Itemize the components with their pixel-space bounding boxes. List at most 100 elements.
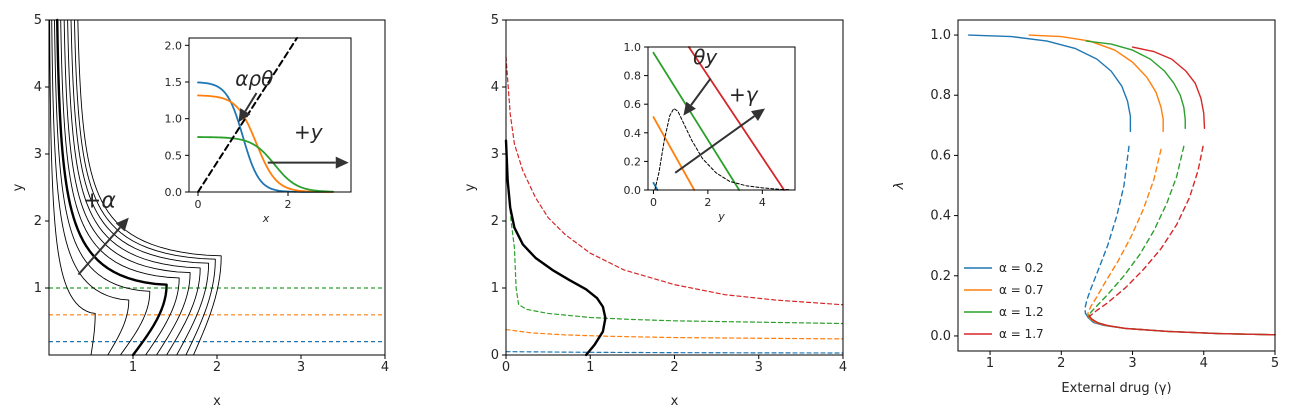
family-curve: [70, 19, 210, 356]
series-1-middle-branch: [1086, 148, 1162, 316]
inset-curve-2: [197, 136, 334, 193]
inset-line-2: [652, 51, 741, 191]
series-1-upper-branch: [1028, 34, 1164, 133]
legend: α = 0.2α = 0.7α = 1.2α = 1.7: [964, 261, 1044, 341]
panel-b-ytick-label: 5: [491, 13, 499, 28]
series-3: [505, 351, 844, 354]
inset-arrow-1: [267, 156, 349, 169]
inset-background: [189, 38, 351, 192]
inset-xtick-label: 0: [195, 198, 202, 211]
panel-a-ytick-label: 3: [34, 147, 42, 162]
panel-a-ytick-label: 1: [34, 281, 42, 296]
panel-c-x-axis-label: External drug (γ): [1061, 381, 1171, 396]
panel-b-xtick-label: 0: [502, 360, 510, 375]
panel-c-ytick-label: 0.0: [930, 329, 951, 344]
panel-a-ytick-label: 4: [34, 80, 42, 95]
inset-annotation-1: +γ: [729, 82, 759, 106]
series-2: [505, 328, 844, 340]
series-3-middle-branch: [1088, 145, 1204, 318]
arrow-head: [238, 108, 251, 123]
inset-ytick-label: 2.0: [165, 39, 183, 52]
inset-ytick-label: 0.6: [624, 98, 642, 111]
panel-b-ytick-label: 0: [491, 348, 499, 363]
panel-c-xtick-label: 2: [1057, 356, 1065, 371]
series-1: [1028, 34, 1276, 336]
arrow-head: [750, 108, 766, 121]
panel-b-ytick-label: 2: [491, 214, 499, 229]
series-2-middle-branch: [1088, 145, 1185, 316]
inset-line-0: [652, 181, 659, 191]
panel-b-y-axis-label: y: [463, 183, 478, 191]
inset-arrow-1: [674, 108, 766, 174]
panel-c-ytick-label: 0.6: [930, 148, 951, 163]
panel-b-ytick-label: 3: [491, 147, 499, 162]
panel-a-xtick-label: 4: [381, 360, 389, 375]
panel-b-xtick-label: 4: [839, 360, 847, 375]
inset-arrow-0: [683, 77, 712, 116]
panel-a-ytick-label: 2: [34, 214, 42, 229]
series-0-middle-branch: [1084, 145, 1130, 315]
inset-ytick-label: 0.2: [624, 155, 642, 168]
inset-ytick-label: 0.4: [624, 127, 642, 140]
panel-a-ytick-label: 5: [34, 13, 42, 28]
arrow-head: [683, 101, 696, 116]
inset-ytick-label: 0.5: [165, 149, 183, 162]
series-4: [504, 139, 607, 357]
panel-b-xtick-label: 2: [670, 360, 678, 375]
inset-xtick-label: 4: [759, 196, 766, 209]
arrow-head: [115, 217, 129, 232]
inset-ytick-label: 0.8: [624, 70, 642, 83]
legend-entry-0: α = 0.2: [999, 261, 1044, 275]
inset-arrow-0: [238, 92, 258, 123]
family-curve: [51, 19, 130, 356]
arrow-shaft: [690, 77, 712, 106]
panel-b-x-axis-label: x: [671, 394, 679, 409]
inset-annotation-0: θy: [693, 45, 718, 69]
series-1: [505, 153, 844, 325]
family-curve: [67, 19, 201, 356]
arrow-shaft: [77, 226, 121, 276]
legend-entry-3: α = 1.7: [999, 327, 1044, 341]
panel-c-axes-frame: [957, 19, 1276, 352]
panel-a-xtick-label: 1: [129, 360, 137, 375]
inset-axes-frame: [647, 46, 796, 191]
arrow-shaft: [244, 92, 258, 112]
inset-ytick-label: 1.0: [624, 41, 642, 54]
inset-ytick-label: 1.5: [165, 76, 183, 89]
inset-x-axis-label: x: [262, 212, 270, 225]
panel-a-x-axis-label: x: [213, 394, 221, 409]
inset-dashed-curve: [654, 107, 791, 191]
inset-background: [648, 47, 795, 190]
panel-b-ytick-label: 1: [491, 281, 499, 296]
inset-xtick-label: 2: [704, 196, 711, 209]
panel-a-y-axis-label: y: [11, 183, 26, 191]
inset-annotation-0: αρθ: [235, 67, 273, 91]
panel-c-ytick-label: 0.2: [930, 269, 951, 284]
inset-annotation-1: +y: [294, 120, 324, 144]
arrow-shaft: [674, 115, 756, 174]
legend-entry-2: α = 1.2: [999, 305, 1044, 319]
family-curve: [63, 19, 191, 356]
series-2-upper-branch: [1085, 40, 1186, 130]
panel-c-xtick-label: 5: [1271, 356, 1279, 371]
inset-line-3: [687, 46, 786, 191]
family-curve: [49, 19, 96, 356]
series-3-lower-branch: [1088, 315, 1276, 336]
family-curve: [60, 19, 180, 356]
family-curve: [77, 19, 222, 356]
inset-xtick-label: 0: [650, 196, 657, 209]
alpha-arrow: [77, 217, 129, 276]
panel-c-ytick-label: 0.4: [930, 209, 951, 224]
panel-c-xtick-label: 1: [986, 356, 994, 371]
panel-b-ytick-label: 4: [491, 80, 499, 95]
panel-c-ytick-label: 1.0: [930, 28, 951, 43]
panel-c-y-axis-label: λ: [892, 182, 907, 191]
panel-c-xtick-label: 4: [1200, 356, 1208, 371]
panel-b-xtick-label: 3: [755, 360, 763, 375]
